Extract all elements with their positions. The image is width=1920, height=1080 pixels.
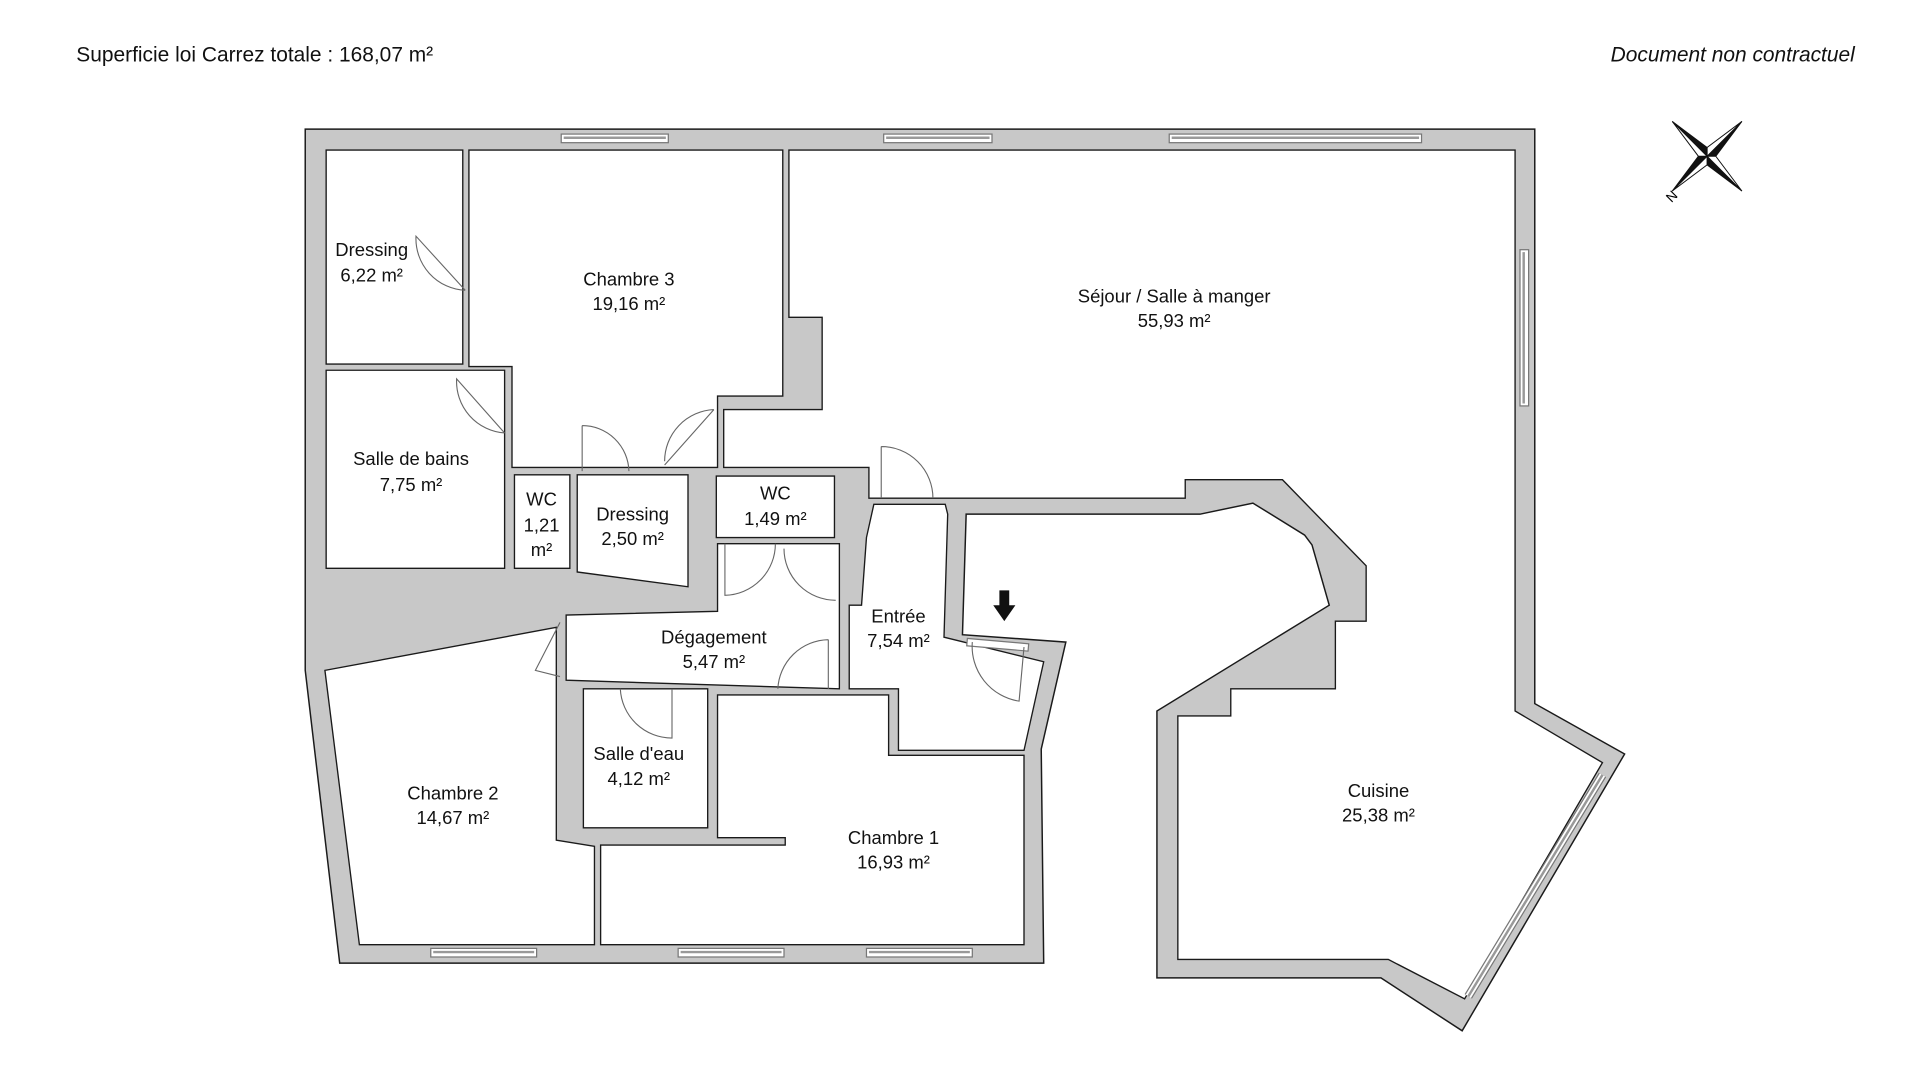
room-area: 1,21 — [524, 514, 560, 535]
room-name: Cuisine — [1348, 780, 1410, 801]
room-area: 2,50 m² — [601, 528, 664, 549]
room-area: 7,75 m² — [380, 474, 443, 495]
doors — [415, 234, 1025, 739]
room-salle-de-bains — [325, 369, 506, 569]
room-area: 6,22 m² — [340, 265, 403, 286]
room-name: Dégagement — [661, 626, 767, 647]
room-name: Salle de bains — [353, 448, 469, 469]
room-dressing-1 — [325, 149, 464, 365]
disclaimer-label: Document non contractuel — [1611, 44, 1856, 67]
room-name: WC — [526, 489, 557, 510]
entrance-arrow-icon — [993, 590, 1016, 622]
room-name: Dressing — [335, 239, 408, 260]
room-degagement — [565, 543, 841, 690]
room-area: 1,49 m² — [744, 508, 807, 529]
room-wc-1 — [513, 474, 571, 569]
room-chambre-1 — [599, 694, 1025, 946]
compass-rose-icon — [1671, 121, 1743, 192]
room-name: Chambre 3 — [583, 268, 674, 289]
room-chambre-2 — [324, 626, 596, 946]
room-area: 16,93 m² — [857, 851, 930, 872]
total-area-label: Superficie loi Carrez totale : 168,07 m² — [76, 44, 433, 67]
room-name: Salle d'eau — [593, 743, 684, 764]
room-area: 7,54 m² — [867, 630, 930, 651]
room-wc-2 — [715, 475, 836, 539]
room-entree — [848, 503, 1045, 752]
room-area: 14,67 m² — [417, 807, 490, 828]
room-chambre-3 — [468, 149, 784, 469]
room-name: WC — [760, 482, 791, 503]
room-area: 4,12 m² — [608, 768, 671, 789]
room-area: 5,47 m² — [683, 651, 746, 672]
room-name: Entrée — [871, 605, 925, 626]
room-area: 19,16 m² — [593, 293, 666, 314]
room-name: Dressing — [596, 503, 669, 524]
room-name: Séjour / Salle à manger — [1078, 286, 1271, 307]
compass-north-label: N — [1663, 188, 1681, 206]
room-area-unit: m² — [531, 539, 553, 560]
room-dressing-2 — [576, 474, 689, 588]
room-area: 55,93 m² — [1138, 310, 1211, 331]
room-area: 25,38 m² — [1342, 805, 1415, 826]
room-name: Chambre 1 — [848, 827, 939, 848]
windows — [430, 133, 1607, 999]
room-salle-deau — [582, 688, 709, 829]
room-sejour — [723, 149, 1604, 1000]
room-name: Chambre 2 — [407, 783, 498, 804]
